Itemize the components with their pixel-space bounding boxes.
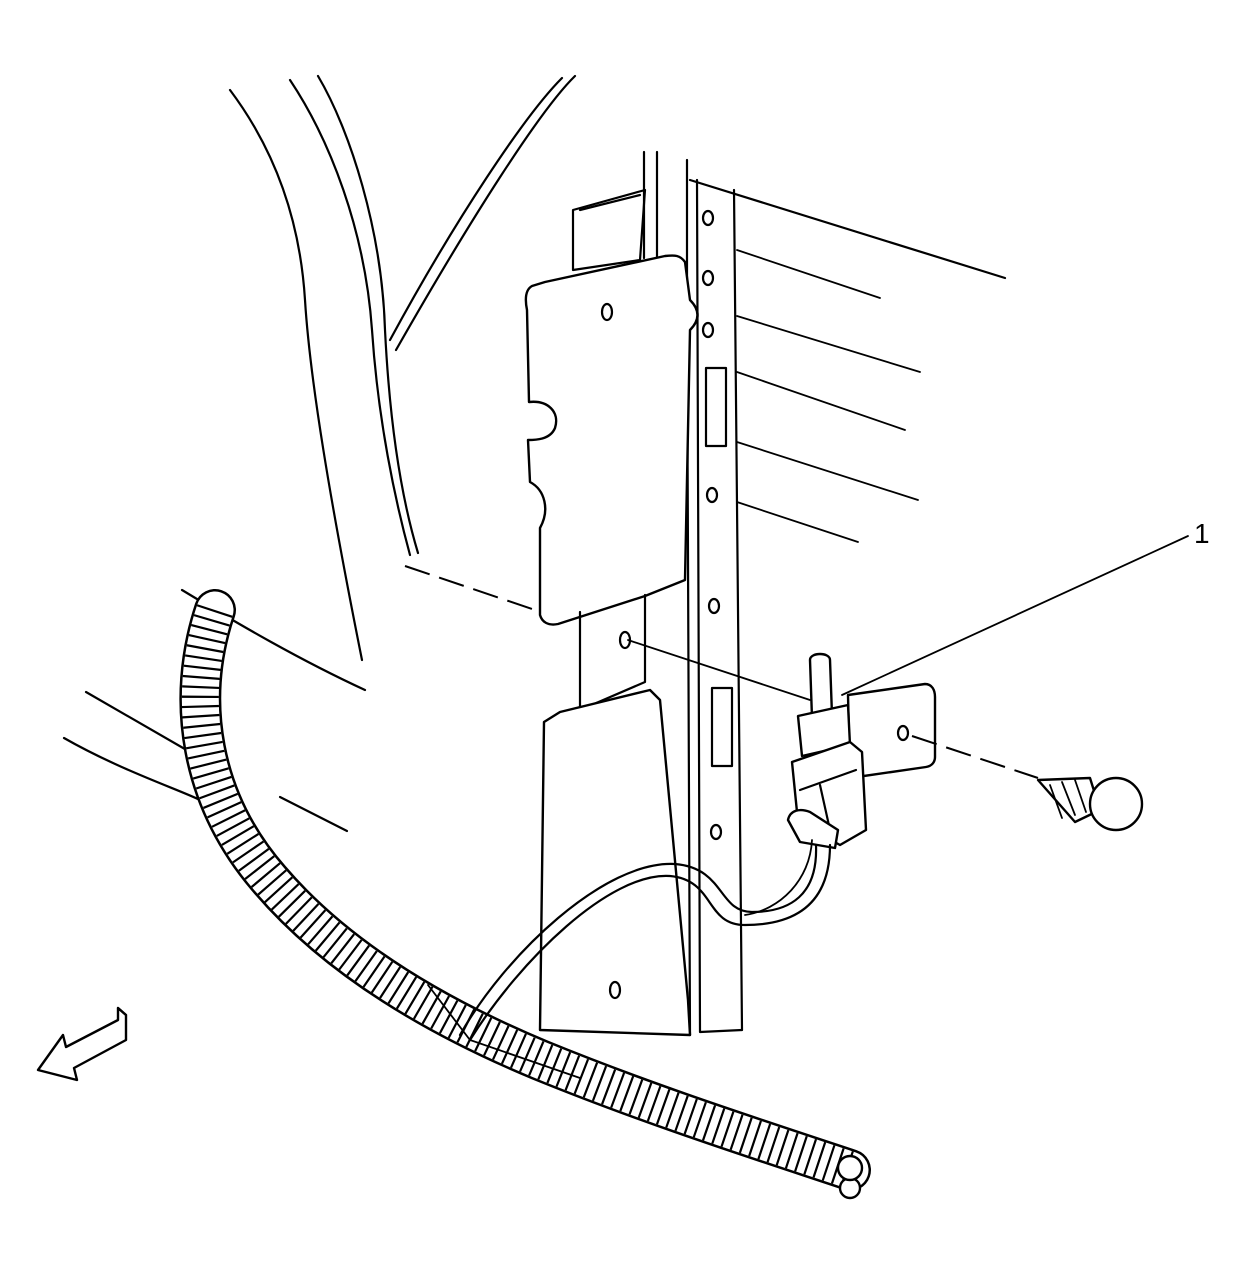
sensor-assembly <box>744 652 937 916</box>
installation-lines <box>627 639 1039 779</box>
callout-1-leader <box>841 535 1189 696</box>
body-panel-lines <box>62 74 577 872</box>
sensor-lead-wire <box>427 843 832 1079</box>
front-direction-arrow-icon <box>36 1006 128 1082</box>
pillar-frame <box>642 150 1007 1037</box>
mounting-bracket <box>524 188 699 1037</box>
pushpin-fastener <box>1036 776 1144 832</box>
callout-1-label: 1 <box>1194 518 1210 549</box>
harness-conduit <box>179 589 871 1200</box>
